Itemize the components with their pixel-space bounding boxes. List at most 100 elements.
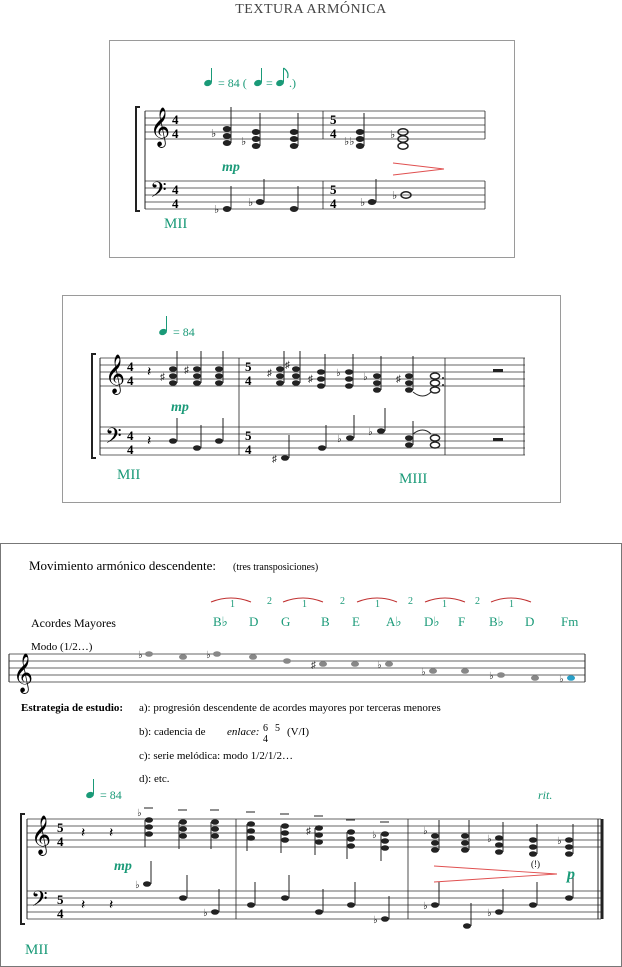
treble-clef-icon: 𝄞 <box>31 816 51 856</box>
svg-text:G: G <box>281 614 290 629</box>
system-bracket <box>135 106 140 212</box>
svg-text:♭: ♭ <box>372 830 377 841</box>
svg-text:4: 4 <box>172 196 179 211</box>
example-1-frame: = 84 ( = .) 𝄞 𝄢 <box>109 40 515 258</box>
example-1-score: = 84 ( = .) 𝄞 𝄢 <box>135 67 486 232</box>
strategy-c: c): serie melódica: modo 1/2/1/2… <box>139 750 293 762</box>
bass-clef-icon: 𝄢 <box>150 178 167 207</box>
svg-text:5: 5 <box>57 820 64 835</box>
dynamic-mark-start: mp <box>114 859 132 874</box>
svg-text:♯: ♯ <box>285 360 290 371</box>
section-heading-note: (tres transposiciones) <box>233 562 318 573</box>
tempo-eq: = <box>266 76 273 90</box>
treble-chords: ♭ ♭ ♭♭ ♭ <box>211 107 409 150</box>
strategy-d: d): etc. <box>139 773 170 785</box>
svg-text:♭: ♭ <box>489 671 494 682</box>
quarter-rest-icon: 𝄽 <box>147 434 151 449</box>
example-3-content: Movimiento armónico descendente: (tres t… <box>8 558 604 958</box>
diminuendo-hairpin <box>433 865 558 883</box>
strategy-b-post: (V/I) <box>287 726 309 738</box>
svg-text:A♭: A♭ <box>386 614 402 629</box>
diminuendo-hairpin <box>392 162 445 176</box>
treble-clef-icon: 𝄞 <box>105 355 125 395</box>
svg-text:4: 4 <box>127 442 134 457</box>
svg-text:1: 1 <box>230 599 235 610</box>
svg-text:B♭: B♭ <box>213 614 228 629</box>
svg-text:4: 4 <box>127 428 134 443</box>
svg-text:1: 1 <box>375 599 380 610</box>
quarter-rest-icon: 𝄽 <box>109 898 113 913</box>
tempo-text: = 84 <box>173 325 195 339</box>
example-2-score: = 84 𝄞 𝄢 44 44 54 54 𝄽 𝄽 <box>91 316 525 487</box>
example-3-frame: Movimiento armónico descendente: (tres t… <box>0 543 622 967</box>
section-heading: Movimiento armónico descendente: <box>29 558 216 573</box>
svg-text:4: 4 <box>57 834 64 849</box>
svg-text:♭: ♭ <box>138 650 143 661</box>
tempo-mark: = 84 <box>159 316 195 339</box>
svg-text:4: 4 <box>57 906 64 921</box>
svg-text:♯: ♯ <box>267 368 272 379</box>
time-signature: 44 44 54 54 <box>172 112 337 211</box>
svg-text:D: D <box>525 614 534 629</box>
mode-notes: ♭ ♭ ♯ ♭ ♭ ♭ ♭ <box>138 650 575 685</box>
svg-text:4: 4 <box>245 373 252 388</box>
bass-staff <box>145 180 485 210</box>
time-signature: 54 54 <box>57 820 64 921</box>
svg-text:♭: ♭ <box>557 836 562 847</box>
tempo-close: .) <box>289 76 296 90</box>
svg-text:D♭: D♭ <box>424 614 440 629</box>
svg-text:♭: ♭ <box>559 674 564 685</box>
svg-text:2: 2 <box>267 596 272 607</box>
interval-arcs <box>210 597 532 603</box>
bass-notes: ♭ ♭ ♭ ♭ ♭ <box>135 861 574 929</box>
treble-staff <box>27 818 601 848</box>
strategy-a: a): progresión descendente de acordes ma… <box>139 702 441 714</box>
svg-text:5: 5 <box>330 112 337 127</box>
svg-text:B♭: B♭ <box>489 614 504 629</box>
bass-notes: ♯ ♭ ♭ <box>169 408 441 465</box>
mode-label: Modo (1/2…) <box>31 641 93 653</box>
tempo-text: = 84 <box>100 788 122 802</box>
svg-text:♭: ♭ <box>373 915 378 926</box>
system-bracket <box>91 353 96 459</box>
rit-mark: rit. <box>538 788 552 802</box>
quarter-rest-icon: 𝄽 <box>109 826 113 841</box>
quarter-rest-icon: 𝄽 <box>81 826 85 841</box>
svg-text:4: 4 <box>127 359 134 374</box>
tempo-mark: = 84 ( = .) <box>204 67 296 90</box>
svg-text:♯: ♯ <box>306 826 311 837</box>
svg-text:Fm: Fm <box>561 614 578 629</box>
svg-text:♭: ♭ <box>248 197 253 209</box>
svg-text:♭: ♭ <box>423 826 428 837</box>
svg-text:5: 5 <box>245 428 252 443</box>
svg-text:♭: ♭ <box>487 834 492 845</box>
section-label-right: MIII <box>399 471 427 487</box>
svg-text:1: 1 <box>442 599 447 610</box>
svg-text:♭: ♭ <box>203 908 208 919</box>
svg-text:♭: ♭ <box>487 908 492 919</box>
svg-text:♭: ♭ <box>137 808 142 819</box>
svg-text:♯: ♯ <box>308 374 313 385</box>
dynamic-mark: mp <box>171 400 189 415</box>
bass-notes: ♭ ♭ ♭ ♭ <box>214 179 412 216</box>
svg-text:♭: ♭ <box>363 372 368 383</box>
interval-numbers: 1 2 1 2 1 2 1 2 1 <box>230 596 514 610</box>
whole-rest-icon <box>493 438 503 441</box>
svg-text:5: 5 <box>330 182 337 197</box>
system-bracket <box>20 813 25 925</box>
svg-text:♭: ♭ <box>421 667 426 678</box>
cautionary-mark: (!) <box>531 859 540 869</box>
tempo-mark: = 84 <box>86 779 122 802</box>
svg-text:1: 1 <box>509 599 514 610</box>
strategy-label: Estrategia de estudio: <box>21 702 123 714</box>
svg-text:4: 4 <box>330 196 337 211</box>
quarter-rest-icon: 𝄽 <box>147 365 151 380</box>
treble-chords: ♯ ♯ ♯ ♯ ♯ ♭ ♭ ♯ <box>160 351 444 397</box>
bass-staff <box>27 890 601 920</box>
dynamic-mark: mp <box>222 160 240 175</box>
svg-text:♭: ♭ <box>214 204 219 216</box>
melodic-staff <box>9 653 585 683</box>
treble-staff <box>145 110 485 140</box>
page-title: TEXTURA ARMÓNICA <box>235 2 387 17</box>
